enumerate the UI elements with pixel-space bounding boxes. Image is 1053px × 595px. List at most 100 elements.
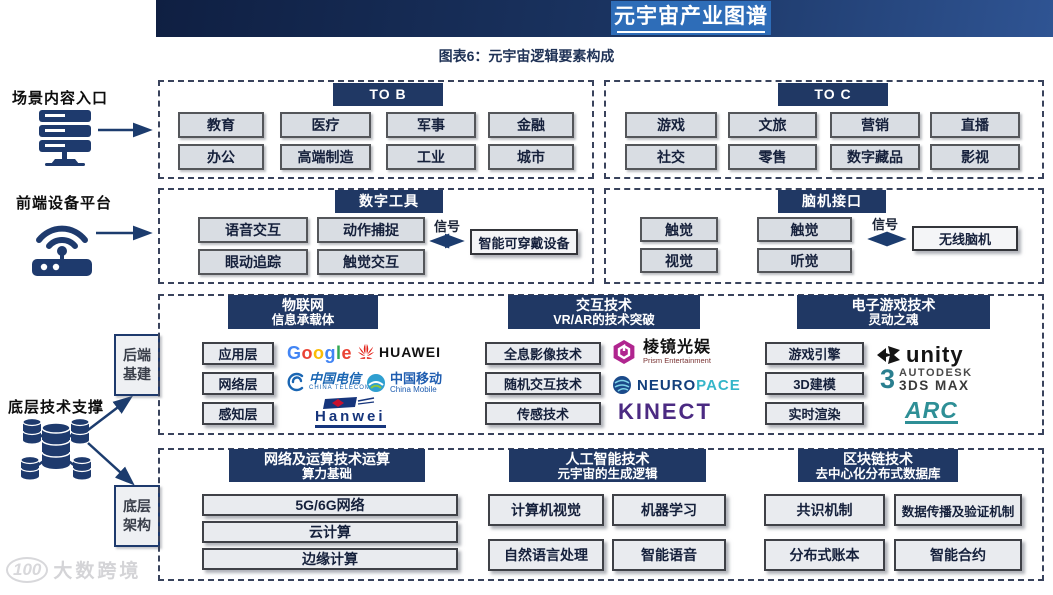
to-c-item: 数字藏品 — [830, 144, 920, 170]
figure-caption: 图表6：元宇宙逻辑要素构成 — [438, 48, 615, 64]
china-mobile-icon — [367, 374, 385, 392]
to-c-item: 零售 — [728, 144, 817, 170]
watermark: 100 大数跨境 — [6, 556, 141, 583]
arc-logo: ARC — [905, 397, 958, 424]
base-arch-box: 底层 架构 — [114, 485, 160, 547]
hanwei-logo: Hanwei — [315, 397, 386, 428]
huawei-logo: HUAWEI — [357, 343, 441, 361]
to-b-item: 军事 — [386, 112, 476, 138]
china-mobile-logo: 中国移动 China Mobile — [366, 372, 442, 394]
iot-subtitle: 信息承载体 — [271, 313, 335, 327]
section-bci-header: 脑机接口 — [778, 190, 886, 213]
backend-infra-box: 后端 基建 — [114, 334, 160, 396]
to-c-item: 社交 — [625, 144, 717, 170]
unity-logo: unity — [876, 342, 964, 368]
bci-item: 触觉 — [640, 217, 718, 242]
autodesk-3-icon: 3 — [880, 364, 896, 394]
iot-item: 网络层 — [202, 372, 274, 395]
blockchain-item: 共识机制 — [764, 494, 885, 526]
blockchain-header: 区块链技术 去中心化分布式数据库 — [798, 449, 958, 482]
blockchain-title: 区块链技术 — [843, 451, 913, 467]
section-to-c — [604, 80, 1044, 179]
section-to-b-header: TO B — [333, 83, 443, 106]
ai-item: 机器学习 — [612, 494, 726, 526]
interaction-subtitle: VR/AR的技术突破 — [553, 313, 655, 327]
bci-item: 触觉 — [757, 217, 852, 242]
ai-item: 自然语言处理 — [488, 539, 604, 571]
frontend-platform-label: 前端设备平台 — [16, 195, 113, 212]
signal-label: 信号 — [872, 217, 899, 232]
digital-tools-item: 动作捕捉 — [317, 217, 425, 243]
digital-tools-item: 触觉交互 — [317, 249, 425, 275]
blockchain-subtitle: 去中心化分布式数据库 — [815, 467, 941, 481]
ai-item: 计算机视觉 — [488, 494, 604, 526]
prism-hexagon-icon — [613, 340, 635, 364]
to-c-item: 文旅 — [728, 112, 817, 138]
huawei-petal-icon — [357, 343, 375, 359]
to-b-item: 高端制造 — [280, 144, 371, 170]
network-header: 网络及运算技术运算 算力基础 — [229, 449, 425, 482]
ai-title: 人工智能技术 — [565, 451, 650, 467]
blockchain-item: 数据传播及验证机制 — [894, 494, 1022, 526]
china-telecom-logo: 中国电信 CHINA TELECOM — [286, 372, 371, 392]
interaction-header: 交互技术 VR/AR的技术突破 — [508, 295, 700, 329]
wireless-bci-box: 无线脑机 — [912, 226, 1018, 251]
game-tech-title: 电子游戏技术 — [851, 297, 936, 313]
iot-item: 感知层 — [202, 402, 274, 425]
watermark-logo: 100 — [6, 556, 49, 583]
game-tech-subtitle: 灵动之魂 — [868, 313, 919, 327]
game-tech-header: 电子游戏技术 灵动之魂 — [797, 295, 990, 329]
to-b-item: 金融 — [488, 112, 574, 138]
wearable-device-box: 智能可穿戴设备 — [470, 229, 578, 255]
router-icon — [32, 225, 92, 276]
game-tech-item: 游戏引擎 — [765, 342, 864, 365]
ai-header: 人工智能技术 元宇宙的生成逻辑 — [509, 449, 706, 482]
network-title: 网络及运算技术运算 — [264, 451, 390, 467]
neuropace-sphere-icon — [613, 376, 631, 394]
iot-title: 物联网 — [282, 297, 324, 313]
to-c-item: 游戏 — [625, 112, 717, 138]
bci-item: 视觉 — [640, 248, 718, 273]
scene-entry-label: 场景内容入口 — [12, 90, 109, 107]
section-digital-tools-header: 数字工具 — [335, 190, 443, 213]
server-icon — [39, 110, 91, 166]
database-cluster-icon — [20, 417, 92, 480]
to-b-item: 城市 — [488, 144, 574, 170]
to-b-item: 医疗 — [280, 112, 371, 138]
title-bar: 元宇宙产业图谱 — [156, 0, 1053, 37]
to-b-item: 工业 — [386, 144, 476, 170]
page-title-text: 元宇宙产业图谱 — [614, 5, 768, 28]
to-b-item: 教育 — [178, 112, 264, 138]
interaction-item: 随机交互技术 — [485, 372, 601, 395]
prism-entertainment-logo: 棱镜光娱 Prism Entertainment — [610, 338, 711, 366]
china-telecom-icon — [287, 372, 304, 392]
kinect-logo: KINECT — [618, 399, 712, 424]
base-tech-label: 底层技术支撑 — [8, 399, 105, 416]
ai-item: 智能语音 — [612, 539, 726, 571]
unity-cube-icon — [877, 346, 900, 364]
blockchain-item: 智能合约 — [894, 539, 1022, 571]
game-tech-item: 3D建模 — [765, 372, 864, 395]
network-item: 边缘计算 — [202, 548, 458, 570]
network-item: 5G/6G网络 — [202, 494, 458, 516]
interaction-title: 交互技术 — [576, 297, 632, 313]
digital-tools-item: 眼动追踪 — [198, 249, 308, 275]
page-title: 元宇宙产业图谱 — [611, 1, 771, 35]
section-digital-tools — [158, 188, 594, 284]
interaction-item: 传感技术 — [485, 402, 601, 425]
section-bci — [604, 188, 1044, 284]
title-underline — [617, 31, 765, 33]
interaction-item: 全息影像技术 — [485, 342, 601, 365]
to-b-item: 办公 — [178, 144, 264, 170]
network-item: 云计算 — [202, 521, 458, 543]
iot-header: 物联网 信息承载体 — [228, 295, 378, 329]
hanwei-flag-icon — [323, 397, 375, 409]
network-subtitle: 算力基础 — [301, 467, 352, 481]
blockchain-item: 分布式账本 — [764, 539, 885, 571]
section-to-c-header: TO C — [778, 83, 888, 106]
game-tech-item: 实时渲染 — [765, 402, 864, 425]
watermark-text: 大数跨境 — [53, 561, 142, 582]
to-c-item: 营销 — [830, 112, 920, 138]
